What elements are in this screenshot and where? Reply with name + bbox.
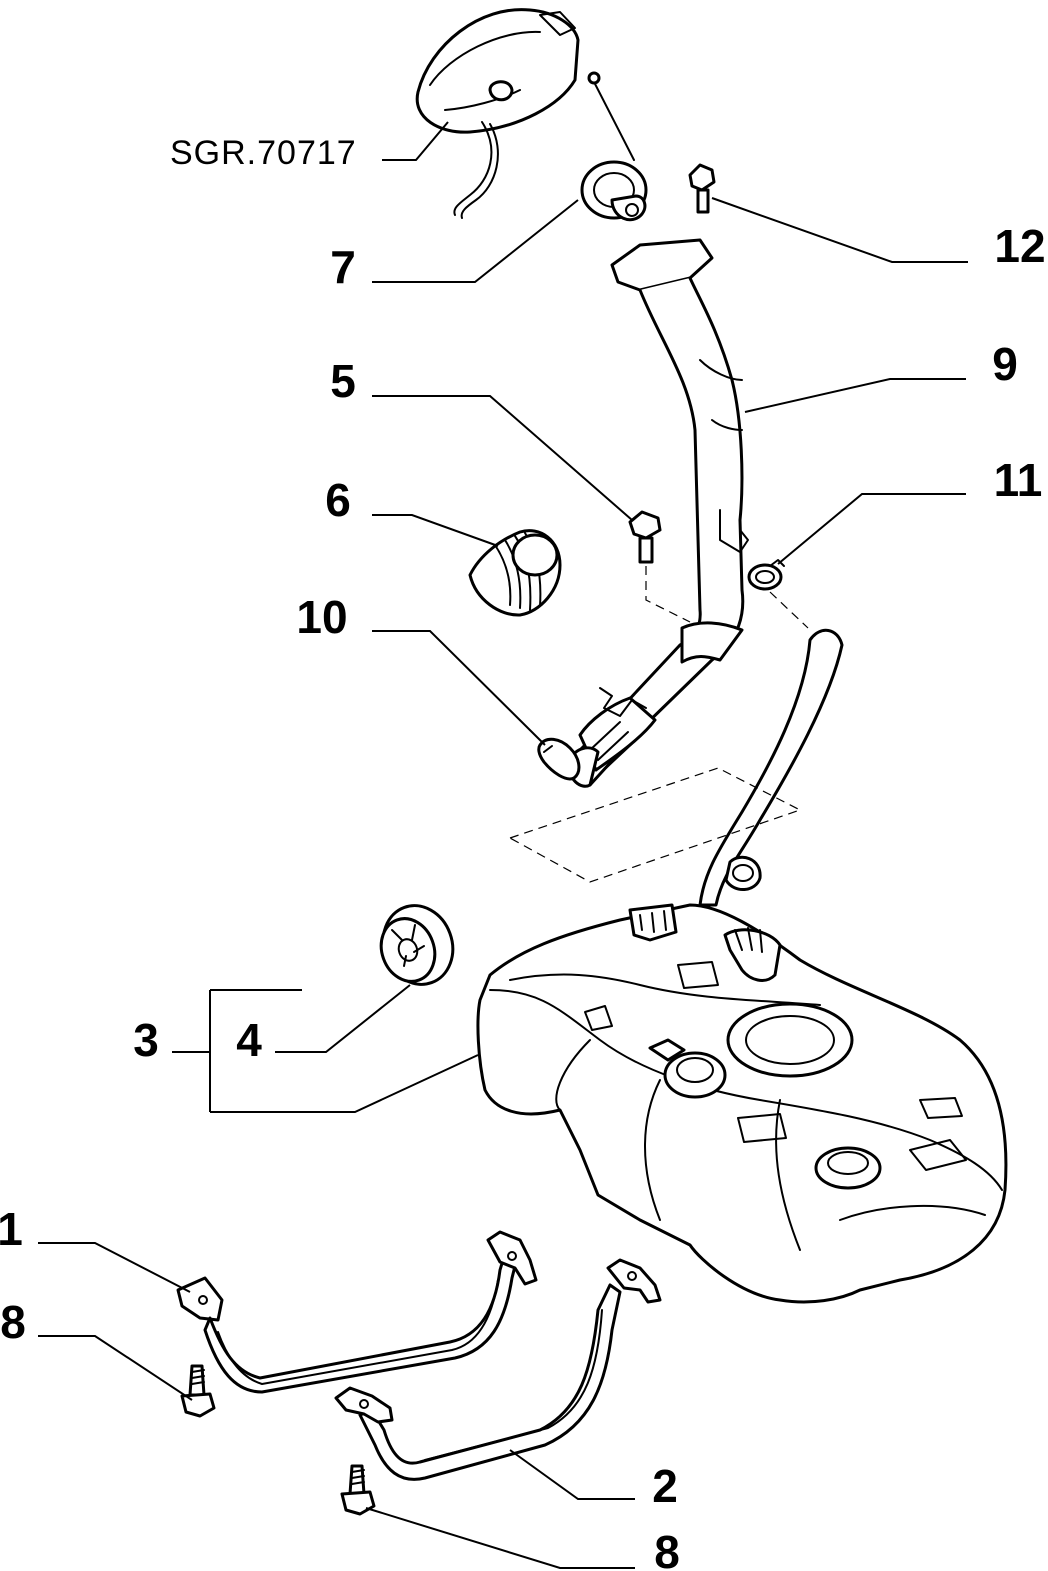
callout-12: 12	[994, 220, 1045, 272]
pump-lock-ring	[379, 904, 455, 986]
vent-hose	[698, 629, 844, 907]
filler-neck-pipe	[567, 238, 749, 788]
filler-cap	[580, 71, 648, 222]
mounting-screw-12	[688, 163, 716, 214]
mounting-screw-5	[628, 510, 662, 564]
callout-8-lower: 8	[654, 1526, 680, 1571]
callout-2: 2	[652, 1460, 678, 1512]
rubber-grommet	[468, 529, 562, 617]
callout-7: 7	[330, 241, 356, 293]
callout-5: 5	[330, 355, 356, 407]
callout-1: 1	[0, 1203, 23, 1255]
callout-9: 9	[992, 338, 1018, 390]
leader-lines	[38, 121, 968, 1569]
reference-label: SGR.70717	[170, 134, 357, 172]
callout-8-upper: 8	[0, 1296, 26, 1348]
hose-clip-11	[747, 559, 785, 591]
strap-bolt-8b	[340, 1464, 376, 1516]
callout-4: 4	[236, 1014, 262, 1066]
tank-strap-2	[334, 1258, 662, 1481]
callout-10: 10	[296, 591, 347, 643]
callout-3: 3	[133, 1014, 159, 1066]
strap-bolt-8a	[180, 1364, 216, 1418]
filler-door-housing	[415, 8, 580, 219]
fuel-tank	[476, 855, 1008, 1304]
assembly-guides	[508, 566, 809, 883]
callout-6: 6	[325, 474, 351, 526]
hose-clamp-10	[537, 737, 581, 781]
callout-11: 11	[994, 454, 1043, 506]
tank-strap-1	[176, 1230, 538, 1394]
